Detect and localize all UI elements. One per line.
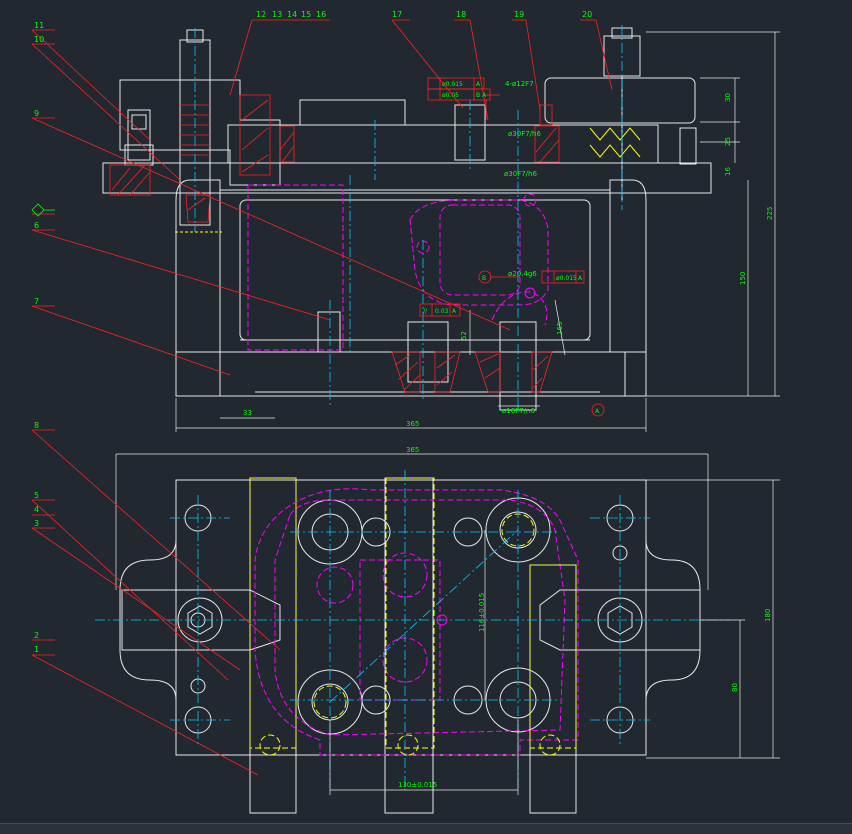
center-lines-front — [194, 25, 623, 410]
dim-33: 33 — [243, 409, 252, 417]
svg-text:B: B — [482, 275, 486, 282]
dim-holes-4: 4-ø12F7 — [505, 80, 534, 88]
balloon-20: 20 — [582, 10, 592, 19]
dim-width-top: 365 — [406, 420, 419, 428]
front-view — [102, 27, 712, 411]
svg-text:A: A — [578, 275, 583, 282]
main-body — [175, 179, 221, 352]
dim-fit-top2: ø30F7/h6 — [504, 170, 537, 178]
balloon-5: 5 — [34, 491, 39, 500]
accent-circles — [436, 287, 536, 626]
balloon-14: 14 — [287, 10, 297, 19]
dim-height-150: 150 — [739, 272, 747, 285]
balloon-16: 16 — [316, 10, 326, 19]
dim-h16: 16 — [724, 167, 732, 176]
leader-lines — [31, 19, 613, 776]
dim-width-bottom: 365 — [406, 446, 419, 454]
clamp-jaw-right — [539, 589, 701, 651]
tolerance-frames — [419, 77, 605, 417]
balloon-1: 1 — [34, 645, 39, 654]
balloon-labels: 11 10 12 13 14 15 16 17 18 19 20 9 6 7 8… — [34, 10, 592, 654]
balloon-3: 3 — [34, 519, 39, 528]
balloon-4: 4 — [34, 505, 39, 514]
dim-plan-height: 180 — [764, 609, 772, 622]
balloon-19: 19 — [514, 10, 524, 19]
svg-text:B A: B A — [476, 92, 487, 99]
svg-text:ø0.015: ø0.015 — [442, 81, 463, 88]
dim-h25: 25 — [724, 137, 732, 146]
tolerance-texts: ø0.015 A ø0.05 B A // 0.03 A ø0.015 A B … — [423, 81, 600, 415]
svg-text:A: A — [476, 81, 481, 88]
dimension-texts: 365 365 33 225 150 30 25 16 52 165 180 8… — [243, 80, 774, 789]
surface-finish-symbol — [31, 203, 55, 217]
balloon-10: 10 — [34, 35, 44, 44]
base-plate — [175, 351, 647, 397]
svg-text://: // — [423, 308, 428, 315]
clamp-plate — [102, 162, 712, 194]
balloon-15: 15 — [301, 10, 311, 19]
balloon-17: 17 — [392, 10, 402, 19]
status-bar — [0, 823, 852, 834]
balloon-6: 6 — [34, 221, 39, 230]
dim-h30: 30 — [724, 93, 732, 102]
spring-detail — [175, 127, 641, 233]
dimension-lines — [115, 31, 780, 795]
dim-fit-top: ø30F7/h6 — [508, 130, 541, 138]
bolt-left — [179, 39, 211, 226]
dim-height-total: 225 — [766, 207, 774, 220]
dim-plan-offset: 80 — [731, 683, 739, 692]
balloon-12: 12 — [256, 10, 266, 19]
balloon-9: 9 — [34, 109, 39, 118]
dim-h165: 165 — [556, 322, 564, 335]
hidden-lines-front — [247, 184, 549, 351]
svg-text:0.03: 0.03 — [435, 308, 449, 315]
plan-view — [119, 477, 701, 814]
center-lines-plan — [95, 470, 730, 790]
balloon-18: 18 — [456, 10, 466, 19]
svg-text:ø0.015: ø0.015 — [556, 275, 577, 282]
dim-fit-bottom: ø16F7/n6 — [502, 407, 535, 415]
balloon-11: 11 — [34, 21, 44, 30]
balloon-7: 7 — [34, 297, 39, 306]
balloon-8: 8 — [34, 421, 39, 430]
svg-text:A: A — [595, 408, 600, 415]
svg-text:A: A — [452, 308, 457, 315]
svg-text:ø0.05: ø0.05 — [442, 92, 459, 99]
balloon-2: 2 — [34, 631, 39, 640]
dim-fit-mid: ø20.4g6 — [508, 270, 537, 278]
clamp-block-right — [544, 77, 696, 124]
dim-spacing-y: 116±0.015 — [478, 593, 486, 632]
dim-h52: 52 — [460, 331, 468, 340]
section-hatching — [109, 94, 560, 393]
yellow-dashed-plan — [249, 477, 577, 756]
dim-spacing-x: 130±0.015 — [398, 781, 437, 789]
balloon-13: 13 — [272, 10, 282, 19]
